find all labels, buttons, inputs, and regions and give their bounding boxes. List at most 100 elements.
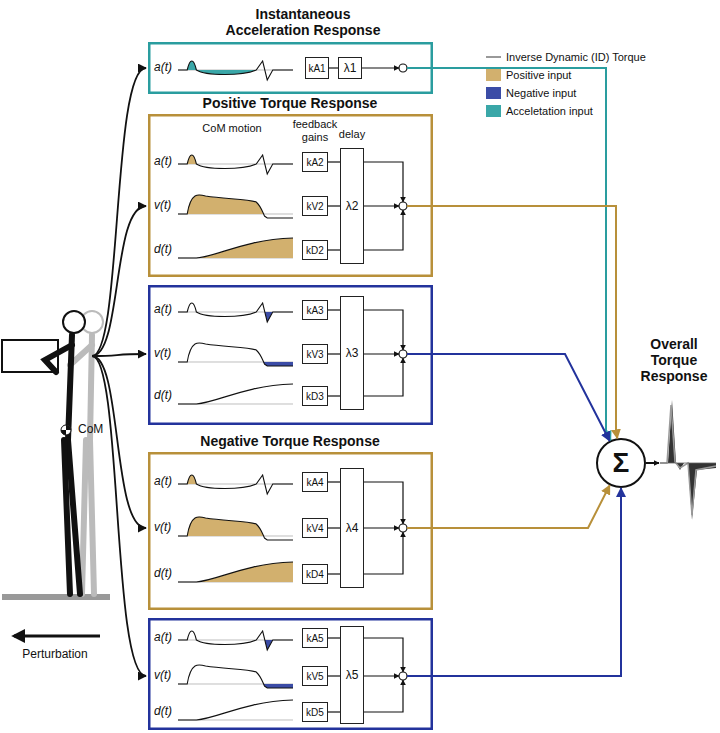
trace-line [178, 195, 293, 218]
signal-connector [328, 481, 340, 482]
output-arrow [646, 462, 659, 464]
node-label: kV4 [306, 523, 323, 534]
delay-box: λ2 [340, 148, 364, 264]
trace-line [178, 631, 293, 650]
small-sum-circle [399, 672, 407, 680]
signal-trace [178, 631, 293, 650]
signal-name: a(t) [154, 155, 172, 169]
fan-arrow [92, 354, 146, 356]
trace-line [178, 475, 293, 494]
trace-line [178, 61, 293, 80]
signal-name: v(t) [154, 199, 171, 213]
delay-box: λ1 [338, 57, 362, 79]
com-marker [66, 425, 71, 430]
delay-output [364, 353, 399, 354]
signal-connector [328, 573, 340, 574]
overall-torque-trace [660, 400, 716, 520]
signal-connector [328, 161, 340, 162]
signal-connector [328, 309, 340, 310]
signal-name: v(t) [154, 347, 171, 361]
trace-line [178, 700, 293, 720]
leg [64, 440, 70, 594]
node-label: kV2 [306, 201, 323, 212]
gain-box: kV5 [302, 666, 328, 686]
signal-connector [329, 67, 338, 68]
signal-trace [178, 343, 293, 366]
node-label: kD2 [306, 245, 324, 256]
summing-junction: Σ [596, 438, 646, 488]
delay-output [364, 638, 403, 672]
id-torque-trace [660, 405, 716, 515]
node-label: λ5 [346, 668, 359, 682]
com-label: CoM [78, 423, 103, 437]
signal-name: v(t) [154, 521, 171, 535]
signal-connector [328, 353, 340, 354]
trace-line [178, 384, 293, 404]
signal-connector [433, 354, 610, 441]
signal-connector [433, 206, 617, 438]
signal-name: a(t) [154, 631, 172, 645]
delay-box: λ5 [340, 626, 364, 724]
delay-output [364, 310, 403, 350]
response-box: a(t)v(t)d(t)kA5kV5kD5λ5 [148, 618, 433, 730]
delay-output [364, 358, 403, 396]
leg [82, 440, 86, 594]
gain-box: kD2 [302, 240, 328, 260]
signal-name: a(t) [154, 61, 172, 75]
signal-name: a(t) [154, 475, 172, 489]
signal-connector [433, 68, 611, 440]
gain-box: kA2 [302, 152, 328, 172]
small-sum-circles [399, 64, 407, 680]
delay-output [364, 205, 399, 206]
trace-line [178, 517, 293, 540]
signal-trace [178, 562, 293, 582]
com-marker [61, 430, 66, 435]
delay-outputs [362, 68, 403, 712]
group-heading: Negative Torque Response [160, 433, 420, 449]
box-output [407, 205, 433, 207]
node-label: kA2 [306, 157, 323, 168]
gain-box: kA1 [305, 57, 329, 79]
gain-box: kD3 [302, 386, 328, 406]
signal-trace [178, 61, 293, 80]
legend-text: Inverse Dynamic (ID) Torque [506, 51, 646, 63]
gain-box: kD4 [302, 564, 328, 584]
signal-name: v(t) [154, 669, 171, 683]
legend-line-sample [486, 56, 501, 58]
signal-trace [178, 155, 293, 174]
node-label: kV5 [306, 671, 323, 682]
fan-out-arrows [92, 68, 146, 676]
leg [90, 440, 94, 594]
signal-connector [328, 395, 340, 396]
legend-swatch [486, 69, 501, 81]
signal-name: d(t) [154, 389, 172, 403]
signal-trace [178, 700, 293, 720]
torso [68, 335, 72, 440]
delay-box: λ4 [340, 468, 364, 588]
node-label: kA5 [306, 633, 323, 644]
node-label: λ3 [346, 346, 359, 360]
signal-trace [178, 303, 293, 322]
small-sum-circle [399, 350, 407, 358]
trace-fill [264, 362, 293, 366]
output-label: Overall Torque Response [626, 336, 720, 384]
node-label: Σ [613, 447, 630, 479]
perturbation-arrow [14, 635, 100, 638]
node-label: kA3 [306, 305, 323, 316]
gain-box: kA3 [302, 300, 328, 320]
node-label: kA4 [306, 477, 323, 488]
signal-trace [178, 475, 293, 494]
signal-connector [328, 205, 340, 206]
fan-arrow [92, 68, 146, 356]
legend-text: Acceletation input [506, 105, 593, 117]
trace-line [178, 303, 293, 322]
trace-line [178, 562, 293, 582]
response-box: Instantaneous Acceleration Responsea(t)k… [148, 42, 433, 94]
delay-output [364, 532, 403, 574]
perturbation-label: Perturbation [5, 648, 105, 662]
signal-name: d(t) [154, 243, 172, 257]
signal-trace [178, 384, 293, 404]
legend-swatch [486, 87, 501, 99]
person-figure [2, 311, 110, 636]
